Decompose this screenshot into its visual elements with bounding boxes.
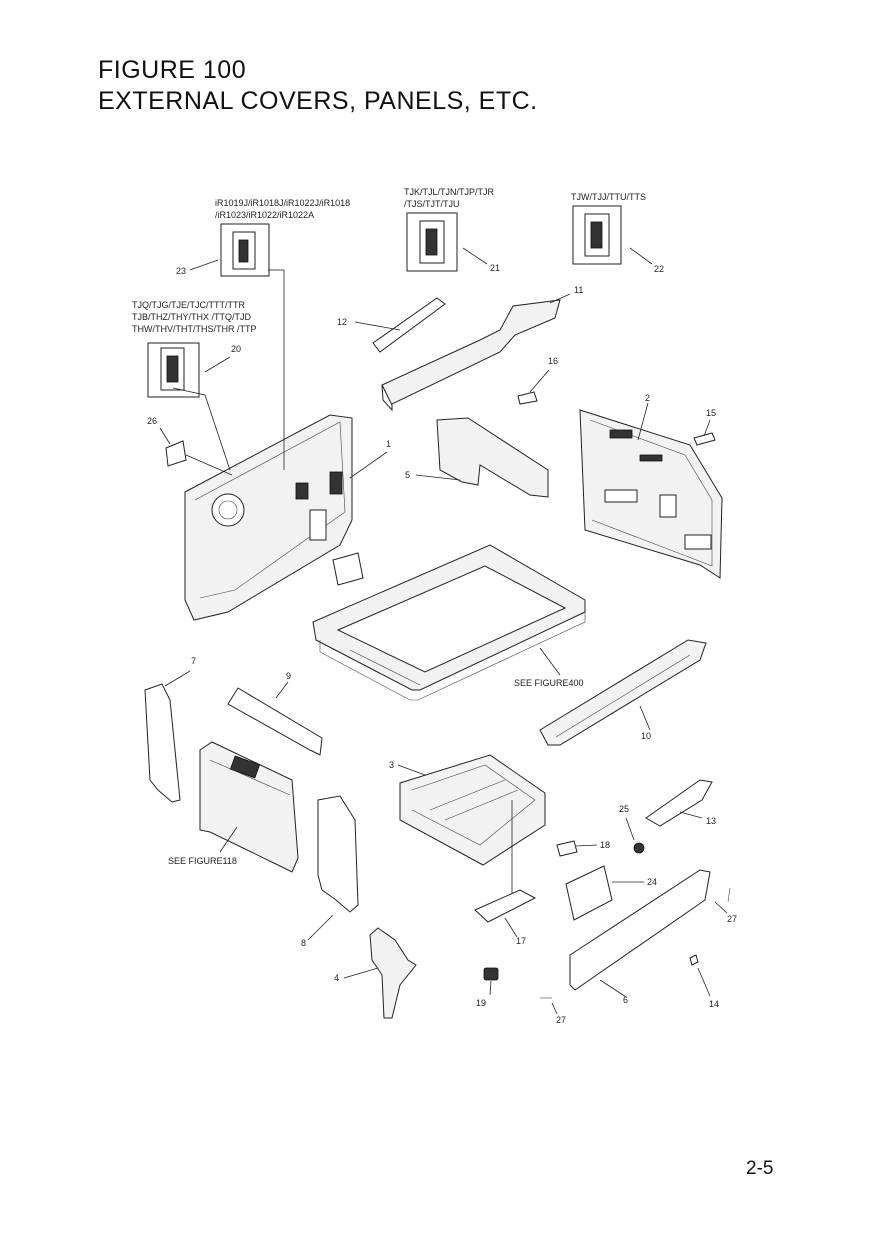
part-22-bracket xyxy=(584,213,610,257)
feeder-unit xyxy=(199,741,299,873)
callout-14: 14 xyxy=(709,999,719,1009)
callout-21: 21 xyxy=(490,263,500,273)
part-22-frame xyxy=(572,205,622,265)
callout-7: 7 xyxy=(191,656,196,666)
part-5-rear-bar xyxy=(436,417,549,498)
callout-16: 16 xyxy=(548,356,558,366)
part-10-long-cover xyxy=(539,639,707,746)
part-2-right-cover xyxy=(579,409,723,579)
part-21-bracket xyxy=(419,220,445,264)
callout-26: 26 xyxy=(147,416,157,426)
callout-1: 1 xyxy=(386,439,391,449)
callout-5: 5 xyxy=(405,470,410,480)
note-23-line2: /iR1023/iR1022/iR1022A xyxy=(215,210,314,220)
see-figure-118: SEE FIGURE118 xyxy=(168,856,237,866)
part-4-cover xyxy=(369,927,417,1019)
callout-27-right: 27 xyxy=(727,914,737,924)
part-25-gear xyxy=(633,842,645,854)
part-16-pad xyxy=(517,391,538,405)
note-21-line1: TJK/TJL/TJN/TJP/TJR xyxy=(404,187,495,197)
callout-6: 6 xyxy=(623,995,628,1005)
note-20-line2: TJB/THZ/THY/THX /TTQ/TJD xyxy=(132,312,251,322)
callout-15: 15 xyxy=(706,408,716,418)
callout-18: 18 xyxy=(600,840,610,850)
part-27a-screw xyxy=(727,887,731,903)
callout-8: 8 xyxy=(301,938,306,948)
callout-11: 11 xyxy=(574,285,583,295)
callout-24: 24 xyxy=(647,877,657,887)
callout-22: 22 xyxy=(654,264,664,274)
callout-27-bottom: 27 xyxy=(556,1015,566,1025)
part-11-duct xyxy=(381,299,561,406)
part-23-frame xyxy=(220,223,270,277)
part-7-strip xyxy=(144,683,181,803)
figure-title: FIGURE 100 xyxy=(98,56,247,84)
part-12-rail xyxy=(372,297,446,353)
callout-3: 3 xyxy=(389,760,394,770)
part-18 xyxy=(556,840,578,857)
callout-9: 9 xyxy=(286,671,291,681)
callout-20: 20 xyxy=(231,344,241,354)
callout-25: 25 xyxy=(619,804,629,814)
part-15-pad xyxy=(693,432,716,446)
callout-17: 17 xyxy=(516,936,526,946)
callout-13: 13 xyxy=(706,816,716,826)
part-6-panel xyxy=(569,869,711,991)
note-20-line1: TJQ/TJG/TJE/TJC/TTT/TTR xyxy=(132,300,245,310)
part-20-frame xyxy=(147,342,200,398)
part-19-foot xyxy=(483,967,499,981)
part-14 xyxy=(689,954,699,966)
callout-2: 2 xyxy=(645,393,650,403)
callout-23: 23 xyxy=(176,266,186,276)
callout-4: 4 xyxy=(334,973,339,983)
part-3-tray xyxy=(399,754,546,866)
part-8-cover xyxy=(317,795,359,913)
note-20-line3: THW/THV/THT/THS/THR /TTP xyxy=(132,324,256,334)
part-23-bracket xyxy=(232,231,256,270)
page-number: 2-5 xyxy=(746,1158,774,1179)
note-23-line1: iR1019J/iR1018J/iR1022J/iR1018 xyxy=(215,198,350,208)
note-22: TJW/TJJ/TTU/TTS xyxy=(571,192,646,202)
part-13 xyxy=(645,779,713,827)
figure-subtitle: EXTERNAL COVERS, PANELS, ETC. xyxy=(98,87,538,115)
part-17-bracket xyxy=(474,889,537,923)
callout-10: 10 xyxy=(641,731,651,741)
part-9-bar xyxy=(227,687,323,756)
part-1-label-sheet xyxy=(332,552,364,586)
part-1-left-cover xyxy=(184,414,353,621)
callout-19: 19 xyxy=(476,998,486,1008)
see-figure-400: SEE FIGURE400 xyxy=(514,678,584,688)
part-26-pcb xyxy=(165,440,187,467)
part-24-plate xyxy=(565,865,613,921)
scanner-unit xyxy=(312,544,586,701)
callout-12: 12 xyxy=(337,317,347,327)
part-20-bracket xyxy=(160,347,185,391)
part-21-frame xyxy=(406,212,458,272)
note-21-line2: /TJS/TJT/TJU xyxy=(404,199,460,209)
leader-20-to-1 xyxy=(172,387,231,471)
